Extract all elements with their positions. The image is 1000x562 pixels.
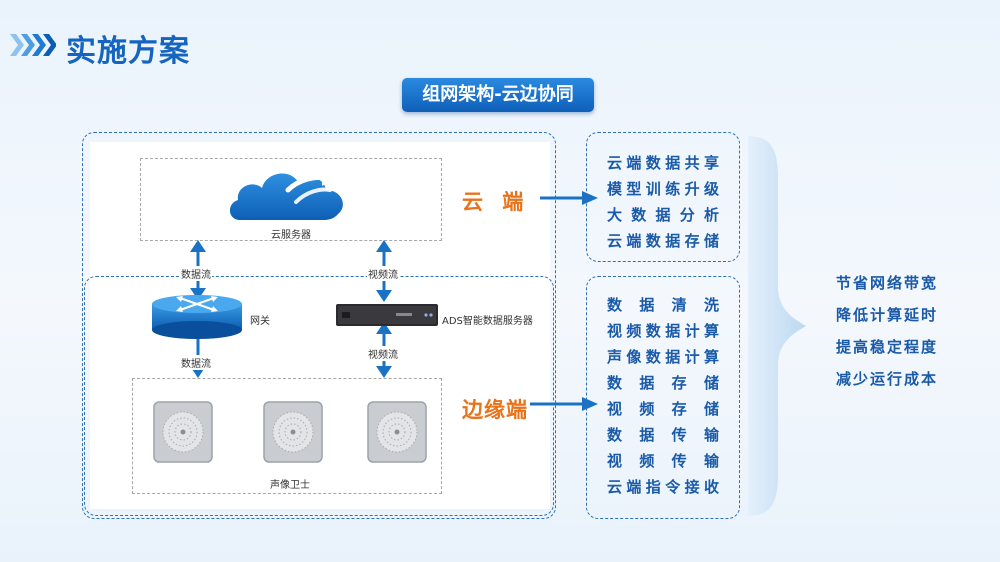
subtitle-banner: 组网架构-云边协同 [402, 78, 594, 112]
device-label: 声像卫士 [270, 480, 310, 491]
list-item: 云端指令接收 [607, 478, 719, 496]
list-item: 声像数据计算 [607, 348, 719, 366]
list-item: 数据清洗 [607, 296, 719, 314]
page-title: 实施方案 [66, 34, 190, 69]
diagram-frame [82, 132, 556, 519]
cloud-server-icon [229, 170, 343, 220]
flow-label-video-top: 视频流 [367, 266, 399, 281]
benefit-item: 节省网络带宽 [836, 274, 939, 292]
list-item: 视频存储 [607, 400, 719, 418]
flow-label-data-bottom: 数据流 [180, 355, 212, 370]
benefit-item: 提高稳定程度 [836, 338, 939, 356]
acoustic-device-icon [263, 401, 323, 463]
router-icon [152, 295, 242, 339]
ads-server-icon [336, 304, 438, 326]
edge-layer-frame [84, 276, 554, 516]
cloud-features-box [586, 132, 740, 262]
gateway-label: 网关 [250, 316, 270, 327]
edge-side-label: 边缘端 [462, 398, 528, 422]
acoustic-device-icon [367, 401, 427, 463]
flow-label-data-top: 数据流 [180, 266, 212, 281]
acoustic-device-icon [153, 401, 213, 463]
flow-label-video-bottom: 视频流 [367, 346, 399, 361]
list-item: 云端数据共享 [607, 154, 719, 172]
list-item: 模型训练升级 [607, 180, 719, 198]
device-layer-box [132, 378, 442, 494]
list-item: 视频传输 [607, 452, 719, 470]
chevron-right-icon [10, 34, 56, 56]
list-item: 云端数据存储 [607, 232, 719, 250]
benefit-item: 降低计算延时 [836, 306, 939, 324]
ads-server-label: ADS智能数据服务器 [442, 316, 533, 327]
list-item: 数据传输 [607, 426, 719, 444]
edge-features-box [586, 276, 740, 519]
cloud-server-label: 云服务器 [271, 230, 311, 241]
benefit-item: 减少运行成本 [836, 370, 939, 388]
cloud-layer-box [140, 158, 442, 241]
list-item: 视频数据计算 [607, 322, 719, 340]
list-item: 大数据分析 [607, 206, 719, 224]
list-item: 数据存储 [607, 374, 719, 392]
cloud-side-label: 云 端 [462, 190, 530, 214]
brace-shape [748, 136, 806, 516]
